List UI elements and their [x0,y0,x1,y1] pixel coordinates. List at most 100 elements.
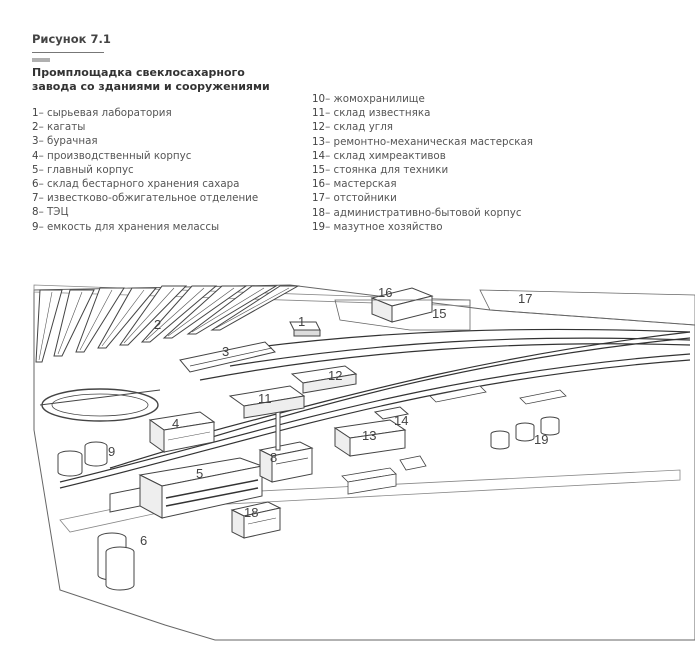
legend-text: главный корпус [46,163,134,176]
legend-text: производственный корпус [46,149,192,162]
callout-18: 18 [244,505,258,520]
legend-item: 17– отстойники [312,192,397,205]
building-16-workshop [370,287,434,323]
callout-3: 3 [222,344,229,359]
structure-19-fuel-oil-tanks [490,416,560,450]
callout-11: 11 [258,391,272,406]
legend-item: 3– бурачная [32,135,98,148]
legend-item: 9– емкость для хранения мелассы [32,220,220,233]
legend-item: 11– склад известняка [312,107,431,120]
legend-text: кагаты [46,121,86,134]
building-3-beet-hopper [179,341,276,373]
building-18-admin [230,501,282,539]
beet-pile [75,287,125,353]
legend-num: 2 [32,121,39,134]
callout-19: 19 [534,432,548,447]
building-13-repair-shop [333,419,407,457]
legend-text: склад химреактивов [333,149,446,162]
legend-num: 13 [312,135,326,148]
legend-item: 16– мастерская [312,178,397,191]
callout-17: 17 [518,291,532,306]
legend-text: емкость для хранения мелассы [46,220,220,233]
legend-text: отстойники [333,192,397,205]
legend-left: 1– сырьевая лаборатория 2– кагаты 3– бур… [32,106,258,234]
legend-num: 10 [312,93,326,105]
figure-label-rule [32,52,104,53]
legend-num: 7 [32,192,39,205]
legend-item: 13– ремонтно-механическая мастерская [312,135,533,148]
figure-label: Рисунок 7.1 [32,32,111,46]
legend-num: 5 [32,163,39,176]
beet-piles [35,285,300,363]
legend-item: 12– склад угля [312,121,393,134]
legend-num: 16 [312,178,326,191]
legend-text: жомохранилище [333,93,425,105]
beet-pile [140,285,218,343]
callout-4: 4 [172,416,179,431]
beet-pile [210,285,300,331]
legend-text: стоянка для техники [333,164,449,177]
legend-item: 18– административно-бытовой корпус [312,206,522,219]
legend-text: бурачная [46,135,98,148]
railway-tracks [59,328,691,489]
legend-item: 8– ТЭЦ [32,206,69,219]
legend-item: 19– мазутное хозяйство [312,220,443,233]
callout-13: 13 [362,428,376,443]
callout-16: 16 [378,285,392,300]
legend-num: 8 [32,206,39,219]
legend-text: мастерская [333,178,397,191]
callout-6: 6 [140,533,147,548]
legend-text: ТЭЦ [46,206,69,219]
callout-5: 5 [196,466,203,481]
legend-item: 15– стоянка для техники [312,164,449,177]
legend-num: 4 [32,149,39,162]
legend-num: 9 [32,220,39,233]
beet-pile [119,285,188,346]
callout-9: 9 [108,444,115,459]
legend-num: 6 [32,178,39,191]
legend-item: 5– главный корпус [32,163,134,176]
callout-2: 2 [154,317,161,332]
callout-12: 12 [328,368,342,383]
beet-pile-stripes [38,287,290,361]
building-1-lab [289,321,321,337]
beet-pile [186,285,278,335]
legend-text: склад угля [333,121,393,134]
legend-text: сырьевая лаборатория [46,107,172,119]
legend-num: 12 [312,121,326,134]
beet-pile [35,289,63,363]
misc-structures [341,385,567,495]
area-15-equipment-parking [334,299,471,331]
legend-item: 7– известково-обжигательное отделение [32,192,259,205]
callout-14: 14 [394,413,408,428]
structure-9-molasses-tanks [57,441,108,477]
legend-item: 14– склад химреактивов [312,149,446,162]
building-14-chemical-warehouse [373,406,410,420]
legend-text: склад известняка [333,107,431,120]
legend-item: 1– сырьевая лаборатория [32,107,172,119]
figure-marker-bar [32,58,50,62]
building-4-production [148,411,216,453]
callout-15: 15 [432,306,446,321]
callout-1: 1 [298,314,305,329]
legend-text: известково-обжигательное отделение [46,192,259,205]
figure-title: Промплощадка свеклосахарного завода со з… [32,66,270,93]
beet-pile [162,285,248,339]
structure-10-pulp-storage [39,388,161,422]
legend-num: 1 [32,107,39,119]
legend-num: 3 [32,135,39,148]
legend-text: административно-бытовой корпус [333,206,522,219]
structure-6-sugar-silos [97,532,135,591]
legend-text: мазутное хозяйство [333,220,443,233]
legend-num: 17 [312,192,326,205]
legend-num: 19 [312,220,326,233]
legend-item: 10– жомохранилище [312,93,425,105]
legend-text: склад бестарного хранения сахара [46,178,240,191]
building-11-limestone-warehouse [228,385,306,419]
legend-num: 11 [312,107,326,120]
legend-num: 14 [312,149,326,162]
legend-num: 18 [312,206,326,219]
legend-item: 6– склад бестарного хранения сахара [32,178,240,191]
legend-item: 4– производственный корпус [32,149,192,162]
